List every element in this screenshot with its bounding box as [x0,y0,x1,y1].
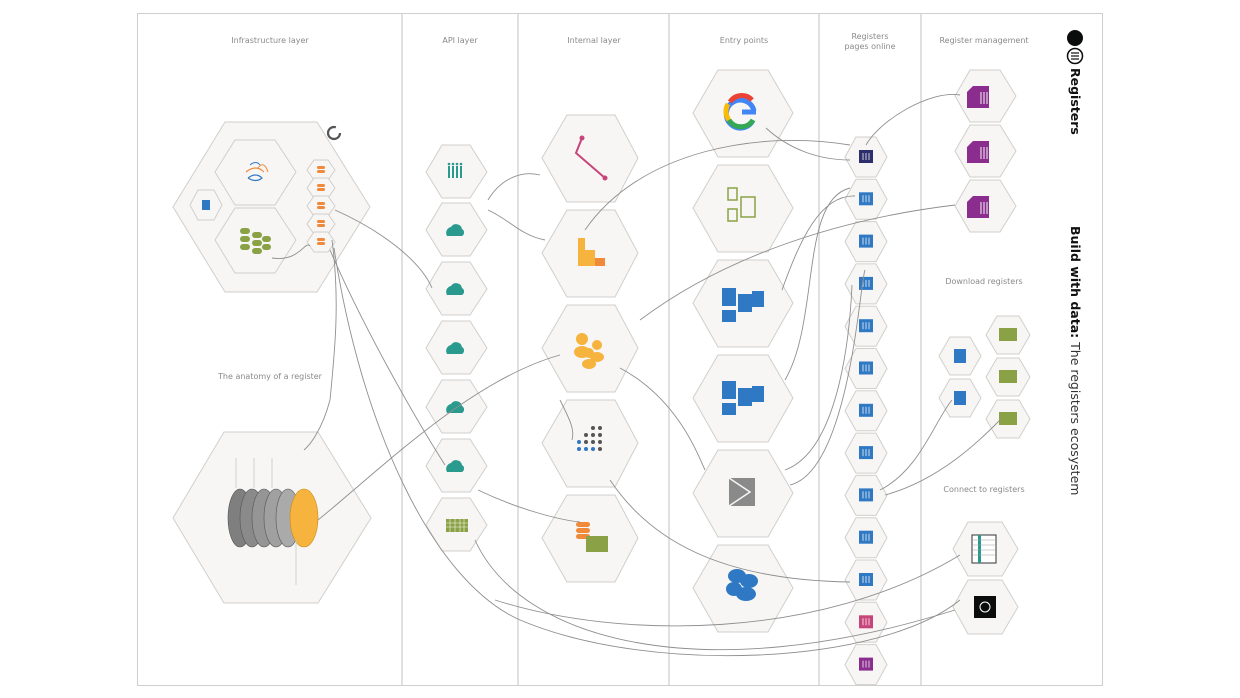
teal-bars-icon [447,162,463,178]
people-icon [574,333,604,369]
json-doc-icons [954,349,966,405]
black-app-icon [974,596,996,618]
entry-points-title: Entry points [720,36,768,45]
spreadsheet-icon [971,534,997,564]
column-separators [401,14,922,685]
envelope-icon [728,477,755,507]
anatomy-cluster [172,431,372,604]
connector-lines [271,94,1001,657]
register-management-hexes [954,69,1017,233]
download-registers-hexes [938,315,1031,439]
cloud-icon [726,569,758,601]
registers-pages-title-line1: Registers [851,32,888,41]
register-records-stack-icon [227,488,319,548]
purple-doc-lines [980,92,988,214]
green-grid-icon [446,519,468,532]
api-cloud-icons [446,224,465,472]
internal-layer-hexes [541,114,639,583]
registers-pages-title-line2: pages online [844,42,895,51]
pink-path-icon [574,135,608,181]
register-management-title: Register management [939,36,1028,45]
anatomy-guide-lines [235,458,297,585]
blue-docs-icon [722,288,764,415]
internal-layer-title: Internal layer [567,36,621,45]
connect-registers-hexes [952,521,1019,635]
small-doc-icon [202,200,210,210]
infrastructure-cluster [172,121,371,293]
page-title-rest: The registers ecosystem [1068,338,1083,495]
page-title-bold: Build with data: [1068,226,1083,338]
entry-points-hexes [692,69,794,633]
infrastructure-layer-title: Infrastructure layer [231,36,309,45]
dots-grid-icon [577,426,602,451]
api-layer-hexes [425,144,488,552]
brand-logo [1066,30,1084,65]
csv-grid-icons [999,328,1017,425]
orange-db-grid-icon [576,522,608,552]
github-ring-icon [326,125,342,141]
java-icon [245,162,269,182]
layout-blocks-icon [727,187,756,222]
orange-db-stack [306,159,336,253]
download-registers-title: Download registers [945,277,1022,286]
anatomy-title: The anatomy of a register [217,372,323,381]
google-g-icon [723,93,757,131]
green-database-icon [240,228,271,254]
api-layer-title: API layer [442,36,478,45]
page-title: Build with data: The registers ecosystem [1068,226,1083,495]
connect-to-registers-title: Connect to registers [943,485,1024,494]
java-hex [214,139,297,206]
bar-chart-icon [578,238,605,266]
brand-name: Registers [1068,68,1083,135]
